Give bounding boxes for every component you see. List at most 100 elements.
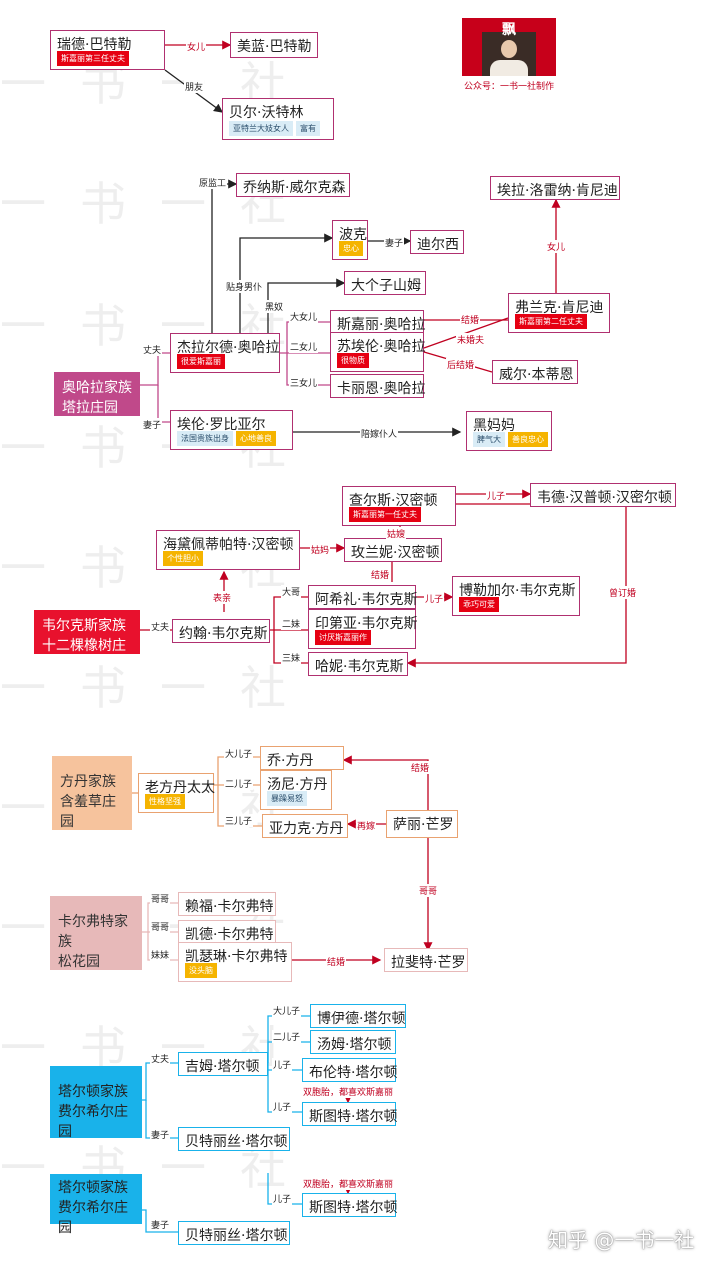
relation-label: 丈夫: [150, 620, 171, 633]
trait-tag: 善良忠心: [508, 432, 548, 447]
person-name: 老方丹太太: [145, 780, 215, 796]
relation-label: 三妹: [281, 651, 302, 664]
person-bonnie: 美蓝·巴特勒: [230, 32, 318, 58]
relation-label: 儿子: [486, 489, 507, 502]
person-name: 乔纳斯·威尔克森: [243, 180, 346, 196]
relation-label: 三儿子: [224, 814, 254, 827]
family-estate: 塔拉庄园: [62, 400, 118, 416]
trait-tag: 亚特兰大妓女人: [229, 121, 293, 136]
person-charles: 查尔斯·汉密顿 斯嘉丽第一任丈夫: [342, 486, 456, 526]
relation-label: 儿子: [272, 1058, 293, 1071]
person-tom: 汤姆·塔尔顿: [310, 1030, 396, 1054]
family-name: 方丹家族: [60, 774, 116, 790]
person-belle: 贝尔·沃特林 亚特兰大妓女人富有: [222, 98, 334, 140]
relation-label: 哥哥: [150, 920, 171, 933]
person-name: 黑妈妈: [473, 418, 515, 434]
person-name: 凯德·卡尔弗特: [185, 927, 274, 943]
family-estate: 十二棵橡树庄园: [42, 638, 126, 674]
person-name: 迪尔西: [417, 237, 459, 253]
person-wade: 韦德·汉普顿·汉密尔顿: [530, 483, 676, 507]
relation-label: 曾订婚: [608, 586, 638, 599]
person-joe: 乔·方丹: [260, 746, 344, 770]
person-lafayette: 拉斐特·芒罗: [384, 948, 468, 972]
person-name: 吉姆·塔尔顿: [185, 1059, 260, 1075]
relation-label: 再嫁: [356, 819, 377, 832]
trait-tag: 法国贵族出身: [177, 431, 233, 446]
trait-tag: 心地善良: [236, 431, 276, 446]
portrait-face: [501, 40, 517, 58]
person-name: 约翰·韦尔克斯: [179, 626, 268, 642]
person-gerald: 杰拉尔德·奥哈拉 很爱斯嘉丽: [170, 333, 280, 373]
trait-tag: 性格坚强: [145, 794, 185, 809]
relation-label: 结婚: [410, 761, 431, 774]
person-name: 汤姆·塔尔顿: [317, 1037, 392, 1053]
relation-label: 双胞胎，都喜欢斯嘉丽: [302, 1177, 395, 1190]
person-name: 美蓝·巴特勒: [237, 39, 312, 55]
person-tony: 汤尼·方丹 暴躁易怒: [260, 770, 332, 810]
person-name: 查尔斯·汉密顿: [349, 493, 438, 509]
person-name: 布伦特·塔尔顿: [309, 1065, 398, 1081]
relation-label: 大哥: [281, 585, 302, 598]
person-name: 大个子山姆: [351, 278, 421, 294]
family-name: 塔尔顿家族: [58, 1180, 128, 1196]
watermark-row: 一书一社: [0, 661, 320, 715]
person-jim: 吉姆·塔尔顿: [178, 1052, 268, 1076]
person-name: 博伊德·塔尔顿: [317, 1011, 406, 1027]
relation-label: 妻子: [150, 1128, 171, 1141]
person-name: 斯图特·塔尔顿: [309, 1200, 398, 1216]
trait-tag: 斯嘉丽第三任丈夫: [57, 51, 129, 66]
family-name: 塔尔顿家族: [58, 1084, 128, 1100]
person-pork: 波克 忠心: [332, 220, 368, 260]
family-fontaine: 方丹家族 含羞草庄园: [52, 756, 132, 830]
relation-label: 双胞胎，都喜欢斯嘉丽: [302, 1085, 395, 1098]
relation-label: 二儿子: [272, 1030, 302, 1043]
relation-label: 原监工: [198, 176, 228, 189]
trait-tag: 暴躁易怒: [267, 791, 307, 806]
person-stuart: 斯图特·塔尔顿: [302, 1102, 398, 1126]
family-estate: 含羞草庄园: [60, 794, 116, 830]
relation-label: 二儿子: [224, 777, 254, 790]
relation-label: 二女儿: [289, 340, 319, 353]
person-name: 萨丽·芒罗: [393, 817, 454, 833]
person-beatrice: 贝特丽丝·塔尔顿: [178, 1221, 290, 1245]
family-calvert: 卡尔弗特家族 松花园: [50, 896, 142, 970]
relation-label: 儿子: [424, 592, 445, 605]
person-oldfontaine: 老方丹太太 性格坚强: [138, 773, 215, 813]
relation-label: 后结婚: [446, 358, 476, 371]
person-melanie: 玫兰妮·汉密顿: [344, 538, 442, 562]
person-sally: 萨丽·芒罗: [386, 810, 458, 838]
family-name: 卡尔弗特家族: [58, 914, 128, 950]
relation-label: 未婚夫: [456, 333, 486, 346]
person-boyd: 博伊德·塔尔顿: [310, 1004, 406, 1028]
relation-label: 儿子: [272, 1192, 293, 1205]
person-name: 埃拉·洛雷纳·肯尼迪: [497, 183, 618, 199]
person-name: 哈妮·韦尔克斯: [315, 659, 404, 675]
person-suellen: 苏埃伦·奥哈拉 很物质: [330, 332, 425, 372]
relation-label: 妻子: [384, 236, 405, 249]
person-name: 贝特丽丝·塔尔顿: [185, 1134, 288, 1150]
person-carreen: 卡丽恩·奥哈拉: [330, 374, 425, 398]
family-ohara: 奥哈拉家族 塔拉庄园: [54, 372, 140, 416]
person-name: 汤尼·方丹: [267, 777, 328, 793]
relation-label: 陪嫁仆人: [360, 427, 399, 440]
relation-label: 丈夫: [150, 1052, 171, 1065]
trait-tag: 很爱斯嘉丽: [177, 354, 225, 369]
person-name: 斯图特·塔尔顿: [309, 1109, 398, 1125]
book-title: 飘: [502, 22, 516, 38]
book-cover-image: 飘: [462, 18, 556, 76]
person-name: 印第亚·韦尔克斯: [315, 616, 418, 632]
person-name: 赖福·卡尔弗特: [185, 899, 274, 915]
brand-caption: 公众号：一书一社制作: [463, 82, 554, 92]
person-mammy: 黑妈妈 脾气大善良忠心: [466, 411, 552, 451]
person-ellen: 埃伦·罗比亚尔 法国贵族出身心地善良: [170, 410, 293, 450]
person-ashley: 阿希礼·韦尔克斯: [308, 585, 417, 609]
person-scarlett: 斯嘉丽·奥哈拉: [330, 310, 425, 334]
person-name: 凯瑟琳·卡尔弗特: [185, 949, 288, 965]
family-tarleton: 塔尔顿家族 费尔希尔庄园: [50, 1174, 142, 1236]
relation-label: 三女儿: [289, 376, 319, 389]
relation-label: 结婚: [460, 313, 481, 326]
relation-label: 二妹: [281, 617, 302, 630]
person-dilcey: 迪尔西: [410, 230, 464, 254]
trait-tag: 没头脑: [185, 963, 217, 978]
trait-tag: 讨厌斯嘉丽作: [315, 630, 371, 645]
